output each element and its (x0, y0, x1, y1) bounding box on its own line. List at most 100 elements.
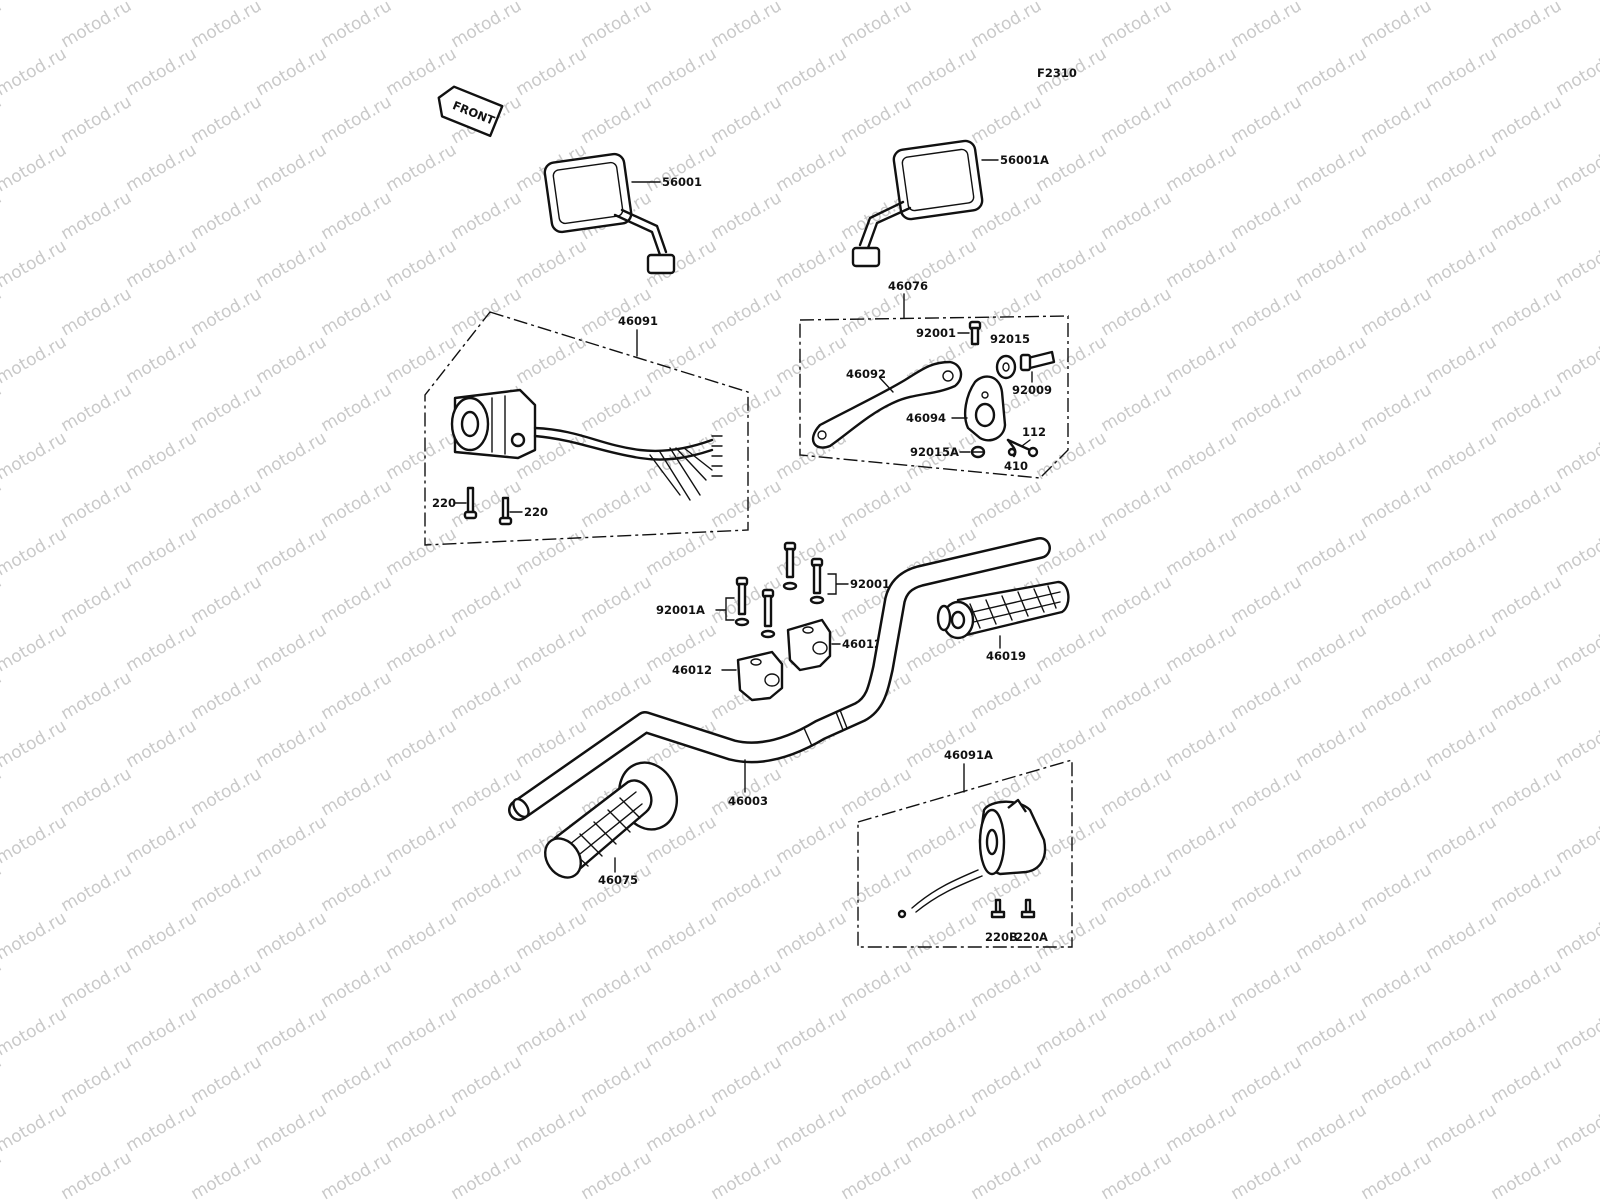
watermark-text: motod.ru (383, 428, 461, 484)
watermark-text: motod.ru (1358, 476, 1436, 532)
watermark-text: motod.ru (123, 716, 201, 772)
holder-lower[interactable] (736, 650, 784, 702)
watermark-text: motod.ru (123, 812, 201, 868)
watermark-text: motod.ru (1488, 188, 1566, 244)
lever-part-410[interactable] (1006, 438, 1017, 458)
switch-housing[interactable] (450, 388, 723, 501)
watermark-text: motod.ru (1553, 1100, 1600, 1156)
watermark-text: motod.ru (1488, 476, 1566, 532)
watermark-text: motod.ru (1488, 1148, 1566, 1200)
lever-washer-a[interactable] (970, 445, 986, 459)
watermark-text: motod.ru (1553, 0, 1600, 4)
watermark-text: motod.ru (188, 956, 266, 1012)
watermark-text: motod.ru (1423, 140, 1501, 196)
watermark-text: motod.ru (1098, 956, 1176, 1012)
lever-bolt-b[interactable] (1019, 350, 1056, 372)
lever-assembly-frame (799, 315, 1069, 479)
throttle-case[interactable] (897, 798, 1047, 919)
watermark-text: motod.ru (838, 92, 916, 148)
watermark-text: motod.ru (578, 572, 656, 628)
holder-bolts-left[interactable] (734, 576, 776, 639)
throttle-grip[interactable] (936, 580, 1070, 640)
watermark-text: motod.ru (253, 44, 331, 100)
watermark-text: motod.ru (318, 284, 396, 340)
throttle-case-frame (857, 759, 1073, 948)
case-screw-b[interactable] (1020, 898, 1036, 919)
watermark-text: motod.ru (708, 0, 786, 52)
watermark-text: motod.ru (1228, 476, 1306, 532)
watermark-text: motod.ru (1423, 332, 1501, 388)
label-lever-assembly: 46076 (888, 279, 928, 293)
watermark-text: motod.ru (708, 92, 786, 148)
watermark-text: motod.ru (0, 572, 5, 628)
watermark-text: motod.ru (1228, 668, 1306, 724)
watermark-text: motod.ru (253, 332, 331, 388)
watermark-text: motod.ru (1358, 380, 1436, 436)
watermark-text: motod.ru (58, 92, 136, 148)
holder-upper[interactable] (786, 618, 832, 672)
watermark-text: motod.ru (448, 0, 526, 52)
watermark-text: motod.ru (1488, 860, 1566, 916)
lever-holder[interactable] (964, 375, 1007, 442)
lever-bolt[interactable] (968, 320, 982, 346)
watermark-text: motod.ru (1163, 428, 1241, 484)
watermark-text: motod.ru (1358, 1148, 1436, 1200)
lever[interactable] (811, 360, 963, 449)
label-mirror-right: 56001A (1000, 153, 1049, 167)
watermark-text: motod.ru (578, 1052, 656, 1108)
watermark-text: motod.ru (1358, 1052, 1436, 1108)
watermark-text: motod.ru (383, 332, 461, 388)
watermark-text: motod.ru (318, 1148, 396, 1200)
watermark-text: motod.ru (1293, 236, 1371, 292)
watermark-text: motod.ru (1423, 620, 1501, 676)
watermark-text: motod.ru (773, 236, 851, 292)
watermark-text: motod.ru (1423, 44, 1501, 100)
mirror-right[interactable] (851, 139, 984, 268)
watermark-text: motod.ru (383, 0, 461, 4)
watermark-text: motod.ru (318, 1052, 396, 1108)
watermark-text: motod.ru (0, 812, 70, 868)
watermark-text: motod.ru (448, 188, 526, 244)
watermark-text: motod.ru (1423, 908, 1501, 964)
watermark-text: motod.ru (0, 860, 5, 916)
lever-part-112[interactable] (1006, 438, 1039, 458)
watermark-text: motod.ru (383, 524, 461, 580)
watermark-text: motod.ru (188, 0, 266, 52)
watermark-text: motod.ru (0, 716, 70, 772)
watermark-text: motod.ru (1423, 716, 1501, 772)
watermark-text: motod.ru (0, 956, 5, 1012)
watermark-text: motod.ru (1163, 0, 1241, 4)
watermark-text: motod.ru (1553, 812, 1600, 868)
handlebar[interactable] (508, 537, 1051, 821)
watermark-text: motod.ru (1098, 476, 1176, 532)
lever-washer[interactable] (995, 354, 1017, 380)
watermark-text: motod.ru (708, 1052, 786, 1108)
holder-bolts-right[interactable] (782, 541, 825, 605)
watermark-text: motod.ru (838, 860, 916, 916)
watermark-text: motod.ru (0, 0, 5, 52)
watermark-text: motod.ru (188, 860, 266, 916)
left-grip[interactable] (538, 754, 686, 884)
switch-assembly-frame (424, 311, 749, 546)
watermark-text: motod.ru (188, 1052, 266, 1108)
watermark-text: motod.ru (838, 1148, 916, 1200)
label-handlebar: 46003 (728, 794, 768, 808)
case-screw-a[interactable] (990, 898, 1006, 919)
watermark-text: motod.ru (1293, 716, 1371, 772)
watermark-text: motod.ru (1488, 284, 1566, 340)
switch-screw-b[interactable] (498, 496, 513, 526)
watermark-text: motod.ru (1293, 428, 1371, 484)
watermark-text: motod.ru (1358, 860, 1436, 916)
watermark-text: motod.ru (1098, 764, 1176, 820)
switch-screw-a[interactable] (463, 486, 478, 520)
watermark-text: motod.ru (1163, 1100, 1241, 1156)
watermark-text: motod.ru (1033, 0, 1111, 4)
watermark-text: motod.ru (58, 476, 136, 532)
mirror-left[interactable] (543, 152, 676, 275)
label-left-grip: 46075 (598, 873, 638, 887)
watermark-text: motod.ru (1163, 44, 1241, 100)
watermark-text: motod.ru (1423, 812, 1501, 868)
watermark-text: motod.ru (383, 716, 461, 772)
watermark-text: motod.ru (1033, 236, 1111, 292)
watermark-text: motod.ru (1488, 764, 1566, 820)
